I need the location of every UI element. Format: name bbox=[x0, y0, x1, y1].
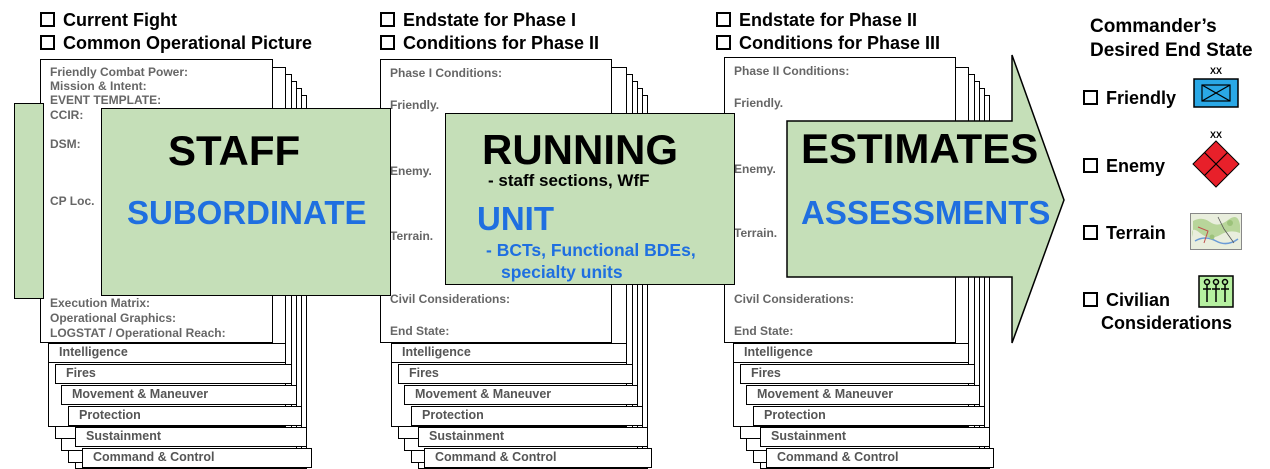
tab-intelligence[interactable]: Intelligence bbox=[391, 343, 627, 363]
label-phase1-conditions: Phase I Conditions: bbox=[390, 66, 503, 80]
label-terrain: Terrain. bbox=[390, 229, 434, 243]
col2-header-1: Endstate for Phase I bbox=[380, 10, 576, 30]
tab-fires[interactable]: Fires bbox=[55, 364, 292, 384]
tab-fires[interactable]: Fires bbox=[398, 364, 633, 384]
arrow-text-specialty-units: specialty units bbox=[501, 262, 623, 282]
arrow-text-subordinate: SUBORDINATE bbox=[127, 194, 367, 231]
tab-sustainment[interactable]: Sustainment bbox=[760, 427, 990, 447]
label-enemy: Enemy. bbox=[390, 164, 432, 178]
checkbox-icon bbox=[40, 35, 55, 50]
tab-command-control[interactable]: Command & Control bbox=[424, 448, 652, 468]
label-civil-considerations: Civil Considerations: bbox=[390, 292, 511, 306]
civilian-symbol-icon bbox=[1198, 275, 1234, 308]
commander-item-considerations: Considerations bbox=[1101, 313, 1233, 333]
tab-sustainment[interactable]: Sustainment bbox=[418, 427, 648, 447]
tab-protection[interactable]: Protection bbox=[68, 406, 302, 426]
label-enemy: Enemy. bbox=[734, 162, 776, 176]
label-execution-matrix: Execution Matrix: bbox=[50, 296, 151, 310]
label-friendly: Friendly. bbox=[390, 98, 440, 112]
arrow-text-staff-sections: - staff sections, WfF bbox=[488, 171, 650, 190]
enemy-unit-symbol-icon bbox=[1192, 140, 1240, 188]
checkbox-icon bbox=[380, 35, 395, 50]
col1-header-1: Current Fight bbox=[40, 10, 177, 30]
arrow-head bbox=[786, 54, 1065, 344]
checkbox-icon bbox=[1083, 158, 1098, 173]
commander-item-enemy: Enemy bbox=[1083, 156, 1165, 177]
arrow-segment-staff bbox=[101, 108, 391, 296]
arrow-text-estimates: ESTIMATES bbox=[801, 125, 1039, 172]
commander-item-terrain: Terrain bbox=[1083, 223, 1166, 244]
checkbox-icon bbox=[380, 12, 395, 27]
label-mission-intent: Mission & Intent: bbox=[50, 79, 147, 93]
tab-movement-maneuver[interactable]: Movement & Maneuver bbox=[404, 385, 638, 405]
label-end-state: End State: bbox=[734, 324, 794, 338]
tab-command-control[interactable]: Command & Control bbox=[82, 448, 312, 468]
arrow-tail-segment bbox=[14, 103, 44, 299]
checkbox-icon bbox=[1083, 90, 1098, 105]
commander-item-civilian: Civilian bbox=[1083, 290, 1170, 311]
label-event-template: EVENT TEMPLATE: bbox=[50, 93, 162, 107]
checkbox-icon bbox=[716, 12, 731, 27]
checkbox-icon bbox=[1083, 292, 1098, 307]
tab-sustainment[interactable]: Sustainment bbox=[75, 427, 307, 447]
arrow-text-bcts: - BCTs, Functional BDEs, bbox=[486, 240, 696, 260]
checkbox-icon bbox=[716, 35, 731, 50]
label-dsm: DSM: bbox=[50, 137, 81, 151]
tab-intelligence[interactable]: Intelligence bbox=[733, 343, 969, 363]
label-civil-considerations: Civil Considerations: bbox=[734, 292, 855, 306]
col3-header-2: Conditions for Phase III bbox=[716, 33, 940, 53]
arrow-text-unit: UNIT bbox=[477, 200, 554, 237]
commander-title-2: Desired End State bbox=[1090, 40, 1253, 61]
arrow-text-staff: STAFF bbox=[168, 127, 301, 174]
label-terrain: Terrain. bbox=[734, 226, 778, 240]
label-phase2-conditions: Phase II Conditions: bbox=[734, 64, 850, 78]
arrow-segment-running bbox=[445, 113, 735, 285]
label-logstat: LOGSTAT / Operational Reach: bbox=[50, 326, 226, 340]
label-end-state: End State: bbox=[390, 324, 450, 338]
terrain-map-icon bbox=[1190, 213, 1242, 250]
tab-command-control[interactable]: Command & Control bbox=[766, 448, 994, 468]
label-ccir: CCIR: bbox=[50, 108, 84, 122]
label-friendly: Friendly. bbox=[734, 96, 784, 110]
tab-movement-maneuver[interactable]: Movement & Maneuver bbox=[746, 385, 980, 405]
commander-title-1: Commander’s bbox=[1090, 16, 1217, 37]
col2-header-2: Conditions for Phase II bbox=[380, 33, 599, 53]
col3-header-1: Endstate for Phase II bbox=[716, 10, 917, 30]
checkbox-icon bbox=[1083, 225, 1098, 240]
label-cp-loc: CP Loc. bbox=[50, 194, 95, 208]
commander-item-friendly: Friendly bbox=[1083, 88, 1176, 109]
checkbox-icon bbox=[40, 12, 55, 27]
tab-intelligence[interactable]: Intelligence bbox=[48, 343, 286, 363]
echelon-mark-enemy: XX bbox=[1210, 130, 1223, 140]
echelon-mark-friendly: XX bbox=[1210, 66, 1223, 76]
friendly-unit-symbol-icon bbox=[1193, 78, 1239, 108]
tab-fires[interactable]: Fires bbox=[740, 364, 975, 384]
tab-protection[interactable]: Protection bbox=[753, 406, 985, 426]
arrow-text-running: RUNNING bbox=[482, 126, 678, 173]
label-operational-graphics: Operational Graphics: bbox=[50, 311, 177, 325]
label-friendly-combat-power: Friendly Combat Power: bbox=[50, 65, 189, 79]
tab-protection[interactable]: Protection bbox=[411, 406, 643, 426]
col1-header-2: Common Operational Picture bbox=[40, 33, 312, 53]
arrow-text-assessments: ASSESSMENTS bbox=[801, 194, 1051, 231]
tab-movement-maneuver[interactable]: Movement & Maneuver bbox=[61, 385, 297, 405]
